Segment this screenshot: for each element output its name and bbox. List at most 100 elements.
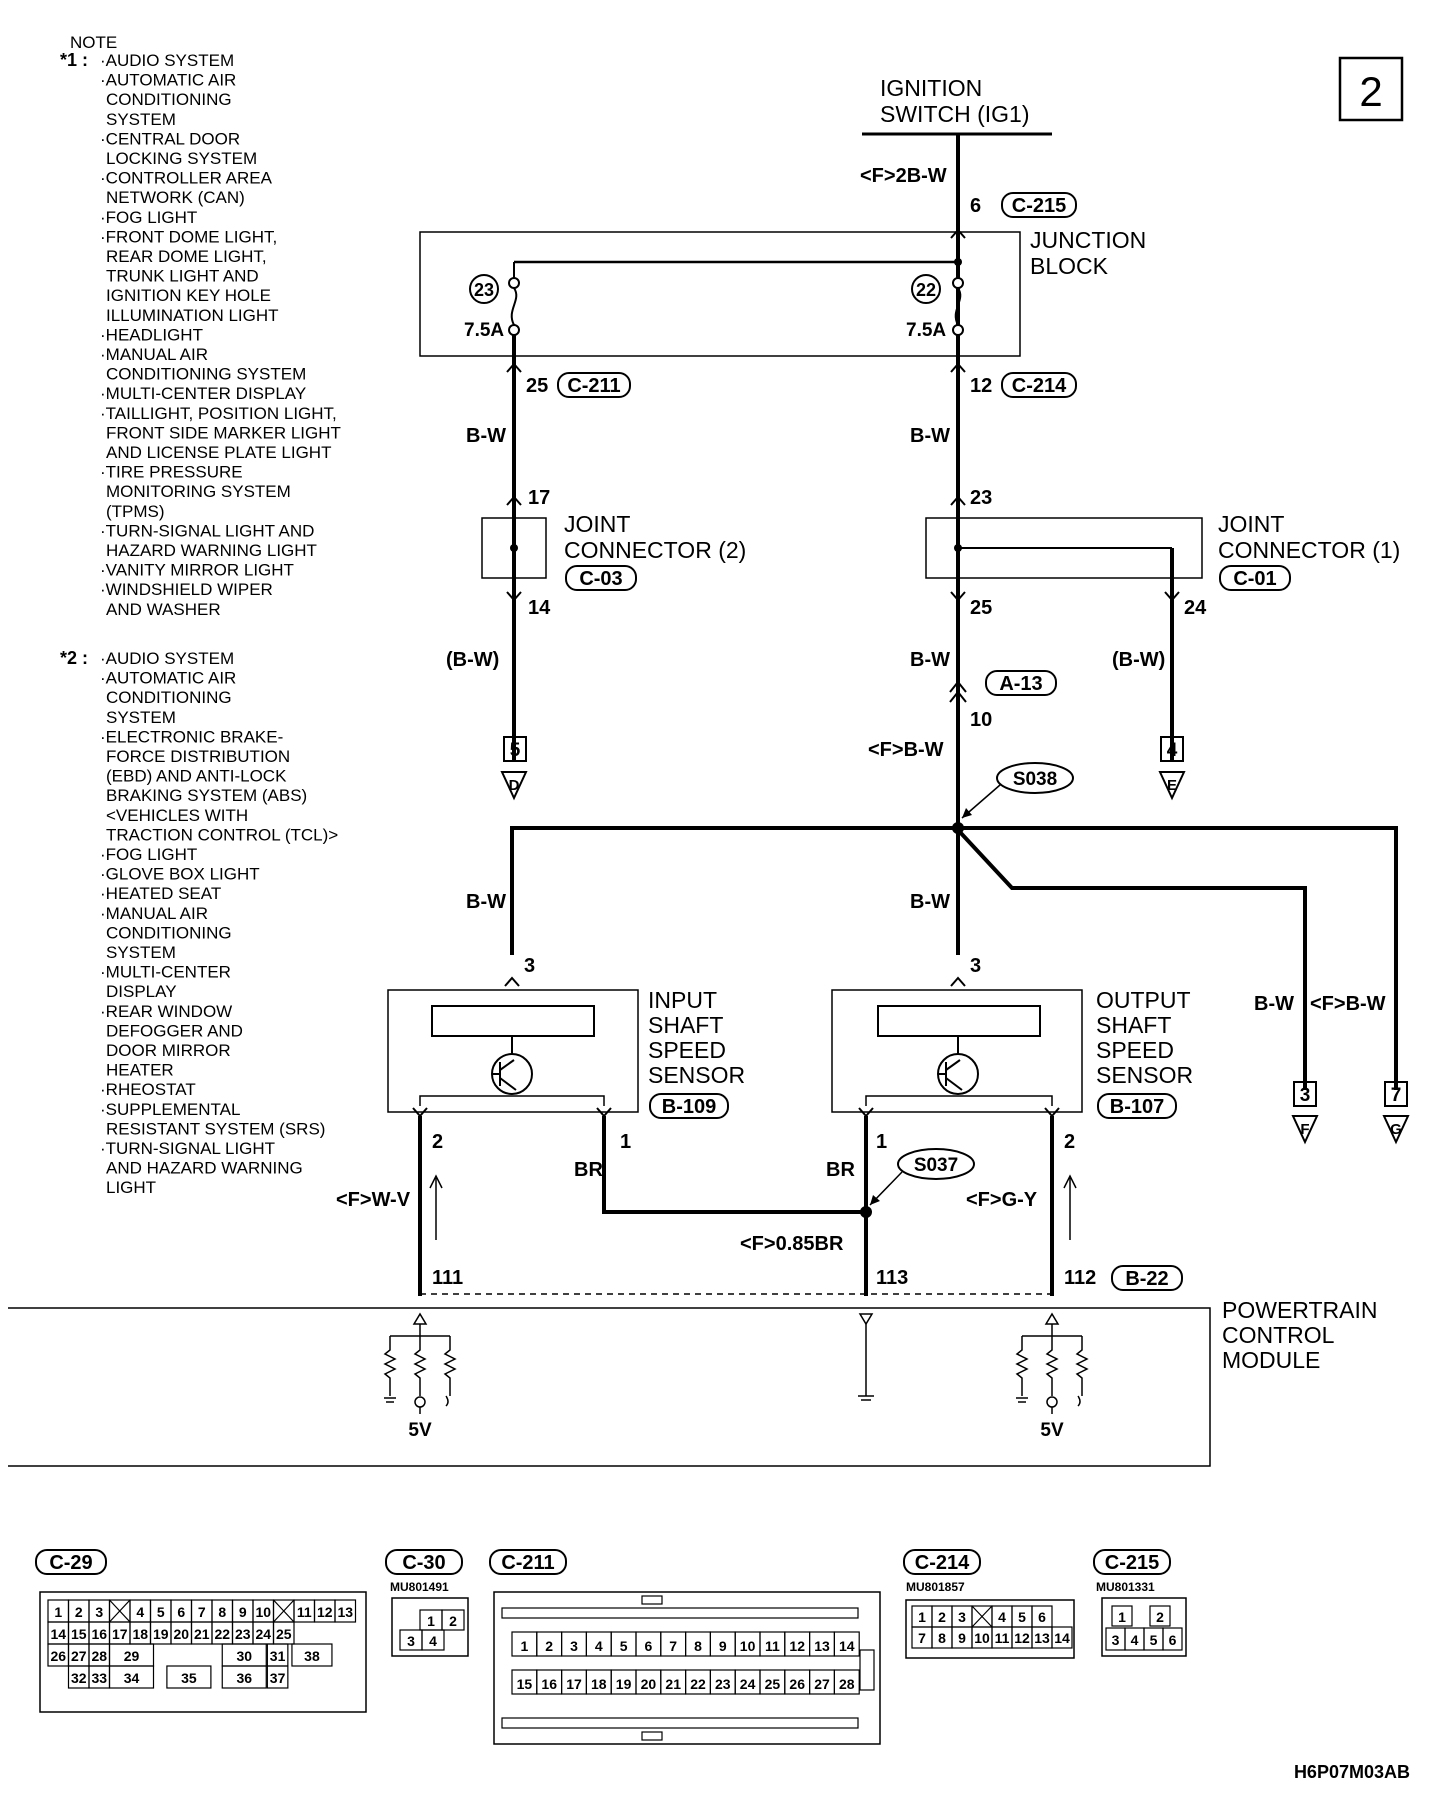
note-item: ·TIRE PRESSURE (100, 463, 243, 482)
conn-view-c215-part: MU801331 (1096, 1580, 1155, 1594)
connector-pin-number: 7 (198, 1604, 206, 1620)
resistor-icon (443, 1336, 457, 1396)
connector-pin-number: 1 (918, 1609, 926, 1625)
splice-s038: S038 (1013, 769, 1057, 790)
connector-pin-number: 1 (1118, 1609, 1126, 1625)
splice-s038-badge (996, 762, 1074, 794)
connector-pin-number: 15 (71, 1626, 87, 1642)
fuse-right-number: 22 (916, 280, 936, 300)
connector-pin-number: 1 (54, 1604, 62, 1620)
note-item: REAR DOME LIGHT, (106, 247, 267, 266)
note-star2-list: ·AUDIO SYSTEM·AUTOMATIC AIRCONDITIONINGS… (100, 649, 338, 1197)
note-item: ·FRONT DOME LIGHT, (100, 227, 277, 246)
note-item: AND LICENSE PLATE LIGHT (106, 443, 331, 462)
pcm-box (8, 1307, 1211, 1467)
note-item: HAZARD WARNING LIGHT (106, 541, 317, 560)
splice-dot (860, 1206, 872, 1218)
note-item: ·MANUAL AIR (100, 904, 208, 923)
terminal-d-number: 5 (510, 740, 521, 761)
note-item: ·WINDSHIELD WIPER (100, 580, 273, 599)
ignition-pin: 6 (970, 195, 981, 217)
note-item: HEATER (106, 1061, 174, 1080)
note-item: ·MANUAL AIR (100, 345, 208, 364)
note-item: ·MULTI-CENTER DISPLAY (100, 384, 306, 403)
fuse-terminal (952, 277, 964, 289)
diagram-code: H6P07M03AB (1294, 1762, 1410, 1782)
terminal-f-letter: F (1300, 1121, 1309, 1138)
note-item: FRONT SIDE MARKER LIGHT (106, 423, 341, 442)
connector-pin-number: 32 (71, 1670, 87, 1686)
conn-view-badge (385, 1549, 463, 1575)
jb-right-out-conn: C-214 (1012, 375, 1067, 397)
connector-pin-cell (1149, 1605, 1171, 1627)
connector-pin-cell (441, 1609, 465, 1631)
connector-pin-number: 19 (616, 1676, 632, 1692)
output-sensor-box (831, 989, 1083, 1113)
connector-pin-number: 24 (740, 1676, 756, 1692)
terminal-g-box (1384, 1081, 1408, 1107)
connector-pin-cell (291, 1643, 333, 1667)
connector-pin-number: 12 (317, 1604, 333, 1620)
joint2-conn: C-03 (579, 568, 622, 590)
connector-pin-number: 11 (995, 1630, 1010, 1646)
terminal-e-letter: E (1167, 777, 1177, 794)
resistor-icon (413, 1336, 427, 1396)
resistor-icon (1075, 1336, 1089, 1396)
connector-pin-number: 35 (181, 1670, 197, 1686)
note-item: ·TURN-SIGNAL LIGHT AND (100, 521, 314, 540)
joint1-conn: C-01 (1233, 568, 1276, 590)
connector-pin-cell (833, 1669, 860, 1695)
jb-right-out-pin: 12 (970, 375, 992, 397)
wire-label: B-W (910, 425, 950, 447)
pcm-pin-in: 111 (432, 1267, 463, 1289)
note-item: ·TURN-SIGNAL LIGHT (100, 1139, 275, 1158)
note-item: MONITORING SYSTEM (106, 482, 291, 501)
note-item: ·AUTOMATIC AIR (100, 71, 236, 90)
connector-pin-cell (221, 1665, 267, 1689)
connector-pin-number: 13 (1034, 1630, 1050, 1646)
connector-pin-number: 14 (839, 1638, 855, 1654)
conn-badge-c01 (1219, 565, 1291, 591)
note-star1-mark: *1 : (60, 50, 88, 70)
resistor-icon (1015, 1336, 1029, 1396)
pcm-input-circuit: 5V (383, 1312, 457, 1441)
connector-pin-number: 5 (157, 1604, 165, 1620)
terminal-f-arrow (1291, 1115, 1319, 1145)
conn-badge-c03 (565, 565, 637, 591)
joint1-box (925, 517, 1203, 579)
fuse-left-icon (510, 287, 518, 326)
fuse-right-amps: 7.5A (906, 320, 946, 341)
connector-pin-number: 17 (112, 1626, 128, 1642)
pcm-output-circuit: 5V (1015, 1312, 1089, 1441)
wire-label: <F>0.85BR (740, 1233, 844, 1255)
wire-label: (B-W) (1112, 649, 1165, 671)
connector-pin-number: 14 (50, 1626, 66, 1642)
connector-pin-number: 36 (236, 1670, 252, 1686)
note-item: ILLUMINATION LIGHT (106, 306, 279, 325)
connector-pin-number: 1 (521, 1638, 529, 1654)
jb-left-out-conn: C-211 (567, 375, 620, 397)
pcm-line3: MODULE (1222, 1347, 1320, 1373)
conn-view-c214 (905, 1599, 1075, 1659)
a13-conn: A-13 (999, 673, 1042, 695)
joint1-pin-out: 25 (970, 597, 992, 619)
connector-pin-number: 13 (337, 1604, 353, 1620)
output-sensor-line1: OUTPUT (1096, 987, 1191, 1013)
ignition-line2: SWITCH (IG1) (880, 101, 1030, 127)
connector-pin-number: 17 (566, 1676, 582, 1692)
connector-pin-number: 8 (694, 1638, 702, 1654)
connector-pin-number: 38 (304, 1648, 320, 1664)
pcm-5v-right: 5V (1040, 1420, 1064, 1441)
connector-pin-number: 18 (591, 1676, 607, 1692)
pcm-conn: B-22 (1125, 1268, 1168, 1290)
connector-pin-number: 30 (236, 1648, 252, 1664)
connector-pin-cell (421, 1629, 445, 1651)
conn-badge-c211 (557, 372, 631, 398)
wire-label: B-W (466, 425, 506, 447)
connector-pin-number: 5 (620, 1638, 628, 1654)
connector-pin-number: 28 (91, 1648, 107, 1664)
